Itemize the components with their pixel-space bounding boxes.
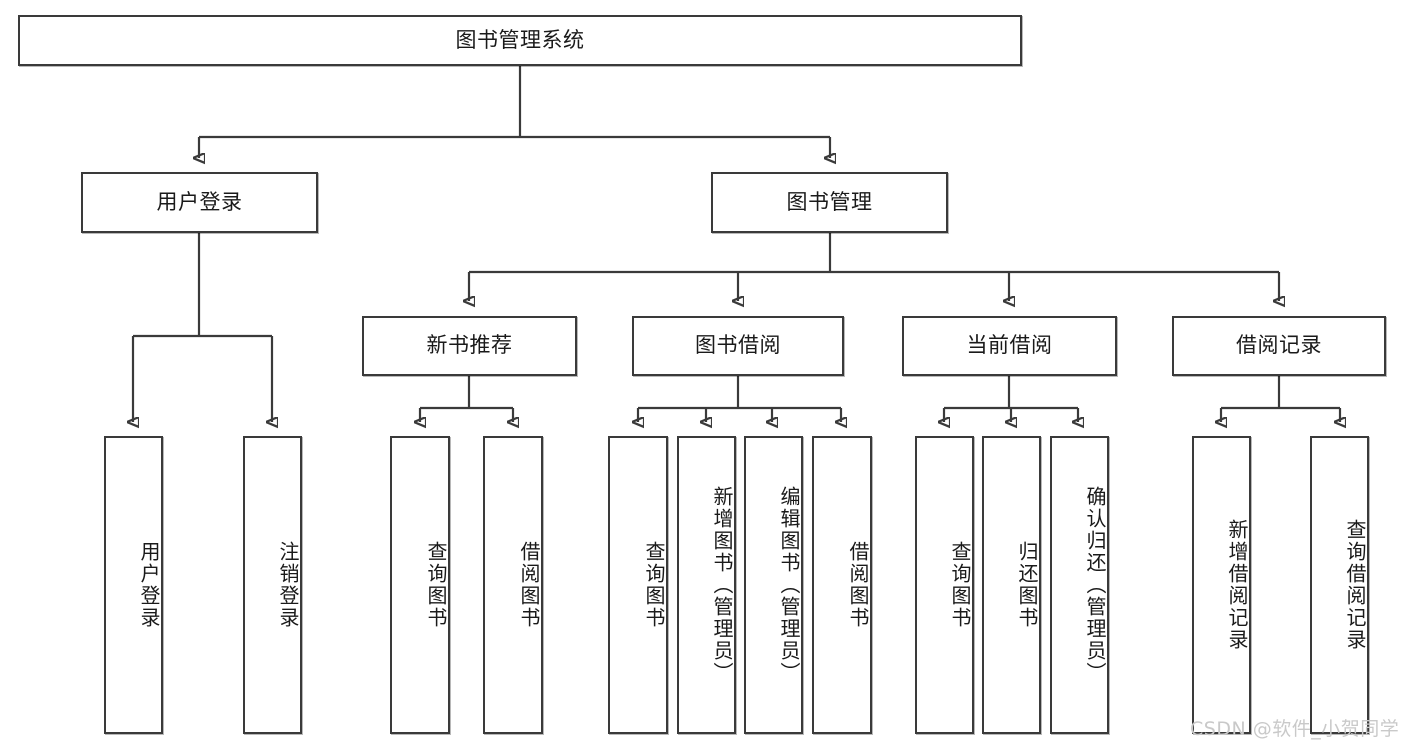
node-label: 图书管理 [786,189,873,214]
node-root-system[interactable]: 图书管理系统 [18,15,1022,66]
watermark-text: CSDN @软件_小贺同学 [1190,718,1400,740]
node-label: 借阅图书 [517,541,541,629]
node-leaf-query-book-current[interactable]: 查询图书 [915,436,974,734]
node-label: 查询图书 [948,541,972,629]
node-new-book-recommend[interactable]: 新书推荐 [362,316,577,376]
node-leaf-add-borrow-record[interactable]: 新增借阅记录 [1192,436,1251,734]
node-label: 图书管理系统 [455,27,585,52]
node-leaf-add-book-admin[interactable]: 新增图书（管理员） [677,436,736,734]
node-label: 归还图书 [1015,541,1039,629]
node-label: 新增借阅记录 [1225,519,1249,651]
node-label: 查询图书 [424,541,448,629]
node-label: 新书推荐 [426,333,513,358]
node-leaf-return-book[interactable]: 归还图书 [982,436,1041,734]
node-label: 注销登录 [276,541,300,629]
node-book-management[interactable]: 图书管理 [711,172,948,233]
node-label: 用户登录 [156,189,243,214]
node-label: 查询借阅记录 [1343,519,1367,651]
node-leaf-query-book-recommend[interactable]: 查询图书 [390,436,450,734]
node-label: 图书借阅 [695,333,781,358]
node-book-borrow[interactable]: 图书借阅 [632,316,844,376]
node-user-login[interactable]: 用户登录 [81,172,318,233]
node-label: 用户登录 [137,541,161,629]
node-label: 查询图书 [642,541,666,629]
node-leaf-user-login[interactable]: 用户登录 [104,436,163,734]
node-leaf-logout[interactable]: 注销登录 [243,436,302,734]
node-label: 新增图书（管理员） [710,486,734,684]
node-label: 确认归还（管理员） [1083,486,1107,684]
node-current-borrow[interactable]: 当前借阅 [902,316,1117,376]
node-label: 当前借阅 [966,333,1053,358]
node-label: 借阅图书 [846,541,870,629]
node-borrow-record[interactable]: 借阅记录 [1172,316,1386,376]
node-label: 编辑图书（管理员） [777,486,801,684]
node-leaf-borrow-book[interactable]: 借阅图书 [812,436,872,734]
node-label: 借阅记录 [1236,333,1322,358]
node-leaf-query-borrow-record[interactable]: 查询借阅记录 [1310,436,1369,734]
node-leaf-confirm-return-admin[interactable]: 确认归还（管理员） [1050,436,1109,734]
node-leaf-edit-book-admin[interactable]: 编辑图书（管理员） [744,436,803,734]
node-leaf-borrow-book-recommend[interactable]: 借阅图书 [483,436,543,734]
node-leaf-query-book-borrow[interactable]: 查询图书 [608,436,668,734]
